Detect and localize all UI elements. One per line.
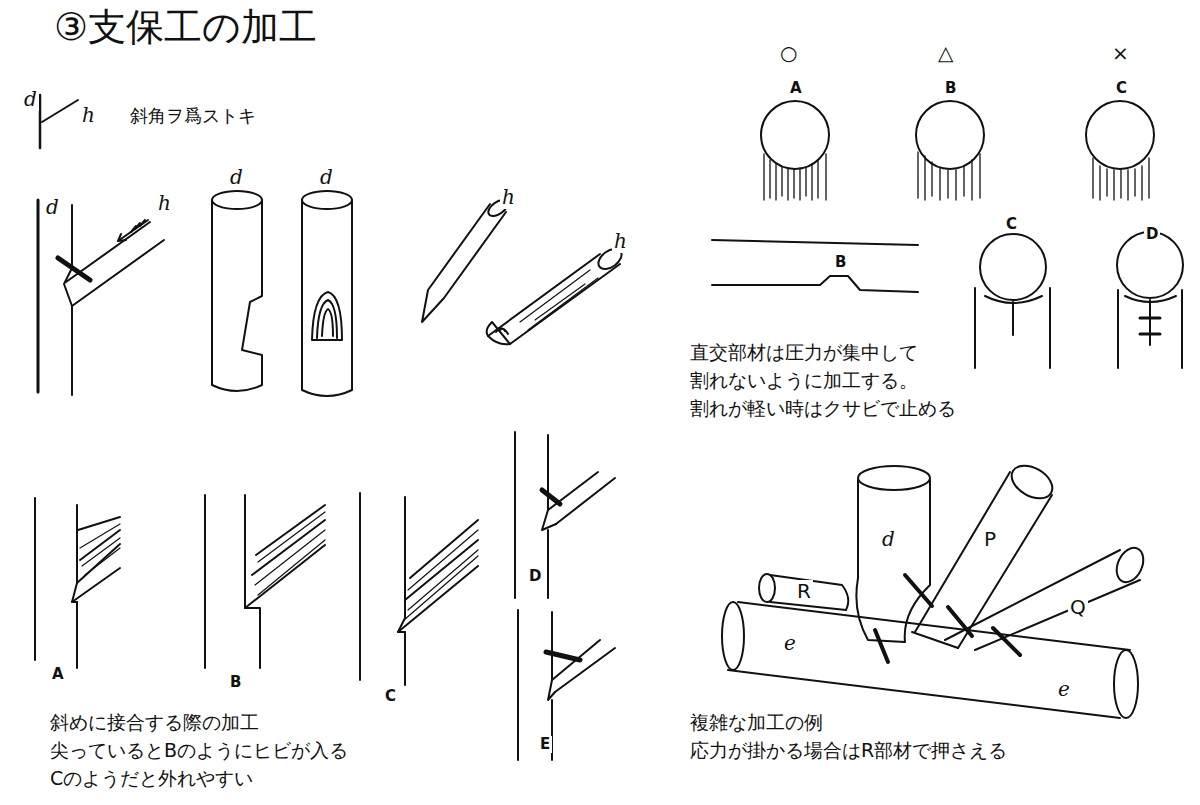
figure-letter: B [228, 674, 243, 691]
caption-note: Cのようだと外れやすい [48, 768, 255, 790]
figure-letter: D [1144, 226, 1160, 243]
part-letter: Q [1068, 596, 1088, 619]
part-letter: e [1056, 678, 1072, 701]
figure-letter: D [527, 568, 543, 585]
page-title: ③支保工の加工 [52, 6, 319, 50]
figure-letter: A [50, 666, 66, 683]
figure-letter: C [1114, 80, 1129, 97]
rating-symbol: △ [936, 42, 955, 65]
caption-note: 応力が掛かる場合はR部材で押さえる [688, 740, 1009, 762]
part-letter: d [44, 196, 61, 219]
rating-symbol: ○ [778, 42, 799, 65]
caption-note: 割れないように加工する。 [688, 370, 920, 392]
part-letter: R [795, 580, 813, 603]
figure-letter: A [788, 80, 804, 97]
figure-letter: B [833, 254, 848, 271]
caption-note: 複雑な加工の例 [688, 712, 825, 734]
part-letter: e [782, 632, 798, 655]
part-letter: h [80, 104, 97, 127]
part-letter: d [22, 88, 39, 111]
part-letter: d [880, 528, 897, 551]
rating-symbol: × [1110, 42, 1131, 65]
caption-note: 割れが軽い時はクサビで止める [688, 398, 958, 420]
part-letter: d [318, 166, 335, 189]
part-letter: h [612, 230, 629, 253]
caption-note: 尖っているとBのようにヒビが入る [48, 740, 350, 762]
figure-letter: B [943, 80, 958, 97]
part-letter: h [156, 192, 173, 215]
caption-note: 直交部材は圧力が集中して [688, 342, 920, 364]
part-letter: d [228, 166, 245, 189]
part-letter: P [982, 528, 998, 551]
figure-letter: C [1004, 216, 1019, 233]
figure-heading: 斜角ヲ爲ストキ [128, 106, 258, 127]
figure-letter: E [538, 736, 552, 753]
figure-letter: C [383, 688, 398, 705]
caption-note: 斜めに接合する際の加工 [48, 712, 261, 734]
part-letter: h [500, 186, 517, 209]
